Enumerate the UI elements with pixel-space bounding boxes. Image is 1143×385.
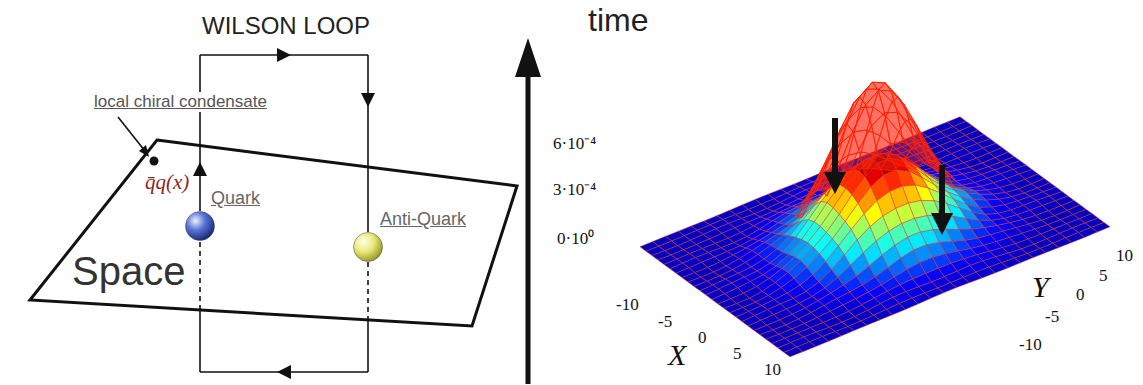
y-tick: -10 <box>1019 335 1042 355</box>
x-tick: -5 <box>658 312 672 332</box>
surface-plot <box>640 82 1110 357</box>
antiquark-sphere: Anti-Quark <box>353 232 383 262</box>
callout-label: local chiral condensate <box>92 92 269 112</box>
space-plane: SpaceQuarkAnti-Quark <box>28 136 520 330</box>
arrow-head <box>931 213 953 235</box>
surface-cell <box>784 347 803 357</box>
z-tick: 0·10⁰ <box>557 229 594 249</box>
sphere <box>186 212 215 241</box>
x-tick: -10 <box>616 295 639 315</box>
particle-label: Anti-Quark <box>380 209 466 230</box>
mesh-cell <box>859 126 878 175</box>
x-tick: 10 <box>764 360 781 380</box>
plane-label: Space <box>72 248 185 294</box>
arrow-head <box>277 365 291 379</box>
arrow-head <box>361 93 375 107</box>
arrow-shaft <box>939 165 945 215</box>
wilson-loop-line <box>193 48 375 232</box>
sphere <box>354 233 383 262</box>
particle-label: Quark <box>211 188 260 209</box>
x-tick: 0 <box>698 328 707 348</box>
axis-label: X <box>668 338 686 373</box>
x-tick: 5 <box>733 344 742 364</box>
time-arrow-shaft <box>526 72 531 384</box>
mesh-cell <box>840 131 859 179</box>
line-segment <box>199 55 201 211</box>
formula-label: q̄q(x) <box>145 170 189 194</box>
axis-title: time <box>588 2 648 39</box>
antiquark-sphere-outline <box>353 232 383 262</box>
line-segment <box>367 55 369 232</box>
y-tick: 10 <box>1116 246 1133 266</box>
y-tick: 0 <box>1076 285 1085 305</box>
mesh-cell <box>796 191 815 219</box>
arrow-shaft <box>832 118 838 174</box>
hidden-line-segment <box>199 241 201 310</box>
condensate-dot <box>150 157 159 166</box>
time-arrow-head <box>515 38 541 77</box>
z-tick: 6·10⁻⁴ <box>553 134 596 154</box>
leader-line <box>118 117 145 151</box>
y-tick: 5 <box>1099 266 1108 286</box>
z-tick: 3·10⁻⁴ <box>553 180 596 200</box>
hidden-line-segment <box>367 262 369 320</box>
y-tick: -5 <box>1045 307 1059 327</box>
plane-outline <box>30 140 517 326</box>
quark-sphere: Quark <box>185 211 215 241</box>
arrow-head <box>824 172 846 194</box>
line-segment <box>367 320 369 372</box>
quark-position-arrows <box>824 118 953 235</box>
axis-label: Y <box>1032 270 1049 305</box>
line-segment <box>199 310 201 372</box>
space-plane-outline <box>28 136 520 330</box>
arrow-head <box>277 48 291 62</box>
quark-sphere-outline <box>185 211 215 241</box>
arrow-head <box>193 162 207 176</box>
loop-title: WILSON LOOP <box>202 12 370 40</box>
